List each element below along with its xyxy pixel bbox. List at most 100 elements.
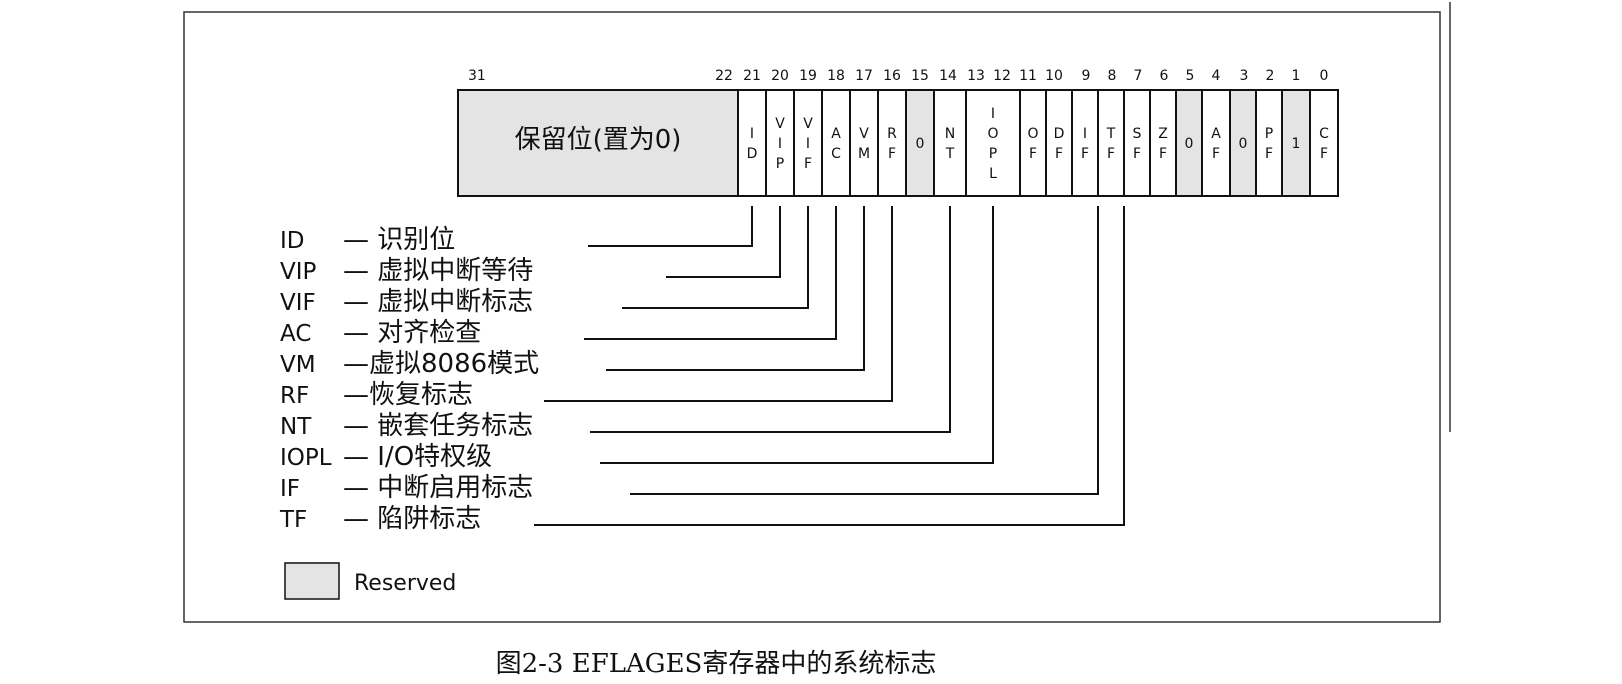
bit-number-15: 15	[911, 68, 929, 84]
flag-cell-14	[1149, 89, 1177, 197]
connector-tf	[534, 206, 1125, 526]
legend-desc-iopl: — I/O特权级	[343, 442, 492, 472]
flag-cell-1	[765, 89, 795, 197]
flag-cell-10	[1045, 89, 1073, 197]
bit-number-12: 12	[993, 68, 1011, 84]
legend-desc-rf: —恢复标志	[343, 380, 473, 410]
bit-number-5: 5	[1186, 68, 1195, 84]
connector-vm	[606, 206, 865, 371]
bit-number-1: 1	[1292, 68, 1301, 84]
figure-caption: 图2-3 EFLAGES寄存器中的系统标志	[496, 649, 937, 679]
flag-cell-12	[1097, 89, 1125, 197]
legend-desc-nt: — 嵌套任务标志	[343, 411, 533, 441]
flag-cell-11	[1071, 89, 1099, 197]
bit-number-0: 0	[1320, 68, 1329, 84]
legend-abbr-nt: NT	[280, 414, 312, 440]
connector-vif	[622, 206, 809, 309]
legend: ID — 识别位 VIP — 虚拟中断等待 VIF — 虚拟中断标志 AC — 对齐检查 VM —…	[279, 225, 539, 534]
flag-cell-20	[1309, 89, 1339, 197]
bit-number-31: 31	[468, 68, 486, 84]
bit-number-3: 3	[1240, 68, 1249, 84]
bit-number-14: 14	[939, 68, 957, 84]
legend-desc-ac: — 对齐检查	[343, 318, 481, 348]
legend-desc-vif: — 虚拟中断标志	[343, 287, 533, 317]
legend-abbr-ac: AC	[280, 321, 311, 347]
bit-number-21: 21	[743, 68, 761, 84]
flag-label-6: 0	[916, 136, 925, 152]
flag-cell-5	[877, 89, 907, 197]
legend-connectors	[534, 206, 1125, 526]
legend-abbr-vif: VIF	[280, 290, 316, 316]
bit-number-4: 4	[1212, 68, 1221, 84]
flag-cell-3	[821, 89, 851, 197]
bit-number-9: 9	[1082, 68, 1091, 84]
bit-number-19: 19	[799, 68, 817, 84]
bit-number-16: 16	[883, 68, 901, 84]
flag-cell-4	[849, 89, 879, 197]
legend-abbr-iopl: IOPL	[280, 445, 332, 471]
legend-abbr-rf: RF	[280, 383, 309, 409]
flag-cell-16	[1201, 89, 1231, 197]
bit-number-20: 20	[771, 68, 789, 84]
bit-number-13: 13	[967, 68, 985, 84]
flag-cell-2	[793, 89, 823, 197]
bit-number-11: 11	[1019, 68, 1037, 84]
bit-number-10: 10	[1045, 68, 1063, 84]
bit-number-17: 17	[855, 68, 873, 84]
bit-number-7: 7	[1134, 68, 1143, 84]
bit-number-2: 2	[1266, 68, 1275, 84]
flag-cell-7	[933, 89, 967, 197]
reserved-key-label: Reserved	[354, 571, 456, 596]
flag-cell-0	[737, 89, 767, 197]
legend-abbr-id: ID	[280, 228, 305, 254]
flag-label-15: 0	[1185, 136, 1194, 152]
legend-abbr-tf: TF	[279, 507, 307, 533]
flag-cell-15	[1175, 89, 1203, 197]
legend-desc-if: — 中断启用标志	[343, 473, 533, 503]
legend-desc-vip: — 虚拟中断等待	[343, 256, 533, 286]
flag-cell-18	[1255, 89, 1283, 197]
reserved-high-label: 保留位(置为0)	[515, 125, 682, 155]
legend-abbr-vip: VIP	[280, 259, 317, 285]
flag-label-19: 1	[1292, 136, 1301, 152]
legend-abbr-vm: VM	[280, 352, 316, 378]
legend-desc-vm: —虚拟8086模式	[343, 349, 539, 379]
reserved-high-cell	[457, 89, 739, 197]
connector-iopl	[600, 206, 994, 464]
legend-abbr-if: IF	[280, 476, 300, 502]
flag-label-17: 0	[1239, 136, 1248, 152]
connector-nt	[590, 206, 951, 433]
bit-number-18: 18	[827, 68, 845, 84]
legend-desc-id: — 识别位	[343, 225, 455, 255]
connector-vip	[666, 206, 781, 278]
figure-frame	[183, 11, 1441, 623]
connector-id	[588, 206, 753, 247]
connector-if	[630, 206, 1099, 495]
bit-number-8: 8	[1108, 68, 1117, 84]
reserved-key-swatch	[284, 562, 340, 600]
connector-ac	[584, 206, 837, 340]
flag-cell-17	[1229, 89, 1257, 197]
flag-cell-13	[1123, 89, 1151, 197]
bit-number-22: 22	[715, 68, 733, 84]
flag-cell-8	[965, 89, 1021, 197]
connector-rf	[544, 206, 893, 402]
